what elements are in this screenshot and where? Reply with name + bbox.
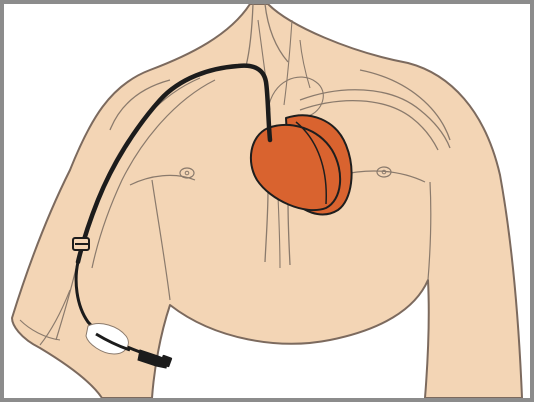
securement-clip [73, 238, 89, 250]
picc-line-illustration [4, 4, 530, 398]
